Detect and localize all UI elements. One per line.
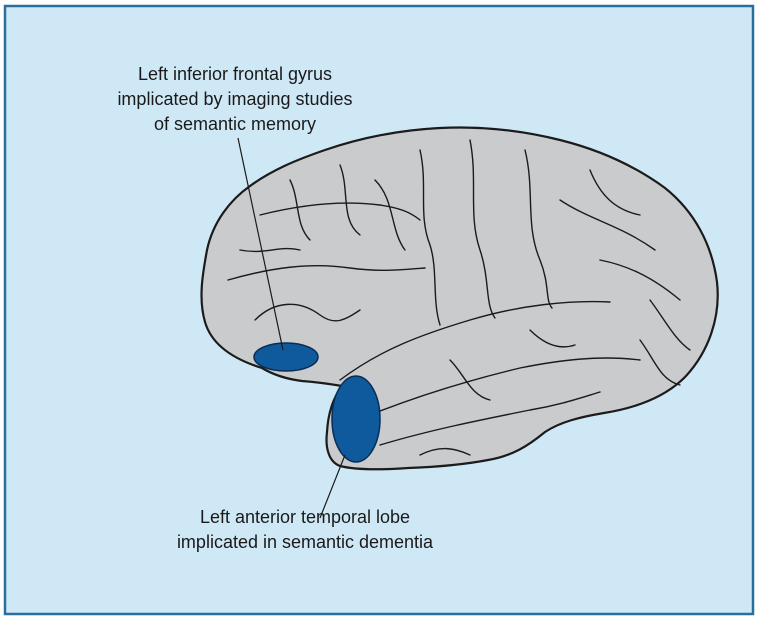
frontal-label-line-3: of semantic memory [75, 112, 395, 137]
left-inferior-frontal-gyrus-region [254, 343, 318, 371]
temporal-region-label: Left anterior temporal lobe implicated i… [135, 505, 475, 555]
temporal-label-line-2: implicated in semantic dementia [135, 530, 475, 555]
left-anterior-temporal-lobe-region [332, 376, 380, 462]
frontal-label-line-2: implicated by imaging studies [75, 87, 395, 112]
temporal-label-line-1: Left anterior temporal lobe [135, 505, 475, 530]
frontal-region-label: Left inferior frontal gyrus implicated b… [75, 62, 395, 137]
frontal-label-line-1: Left inferior frontal gyrus [75, 62, 395, 87]
